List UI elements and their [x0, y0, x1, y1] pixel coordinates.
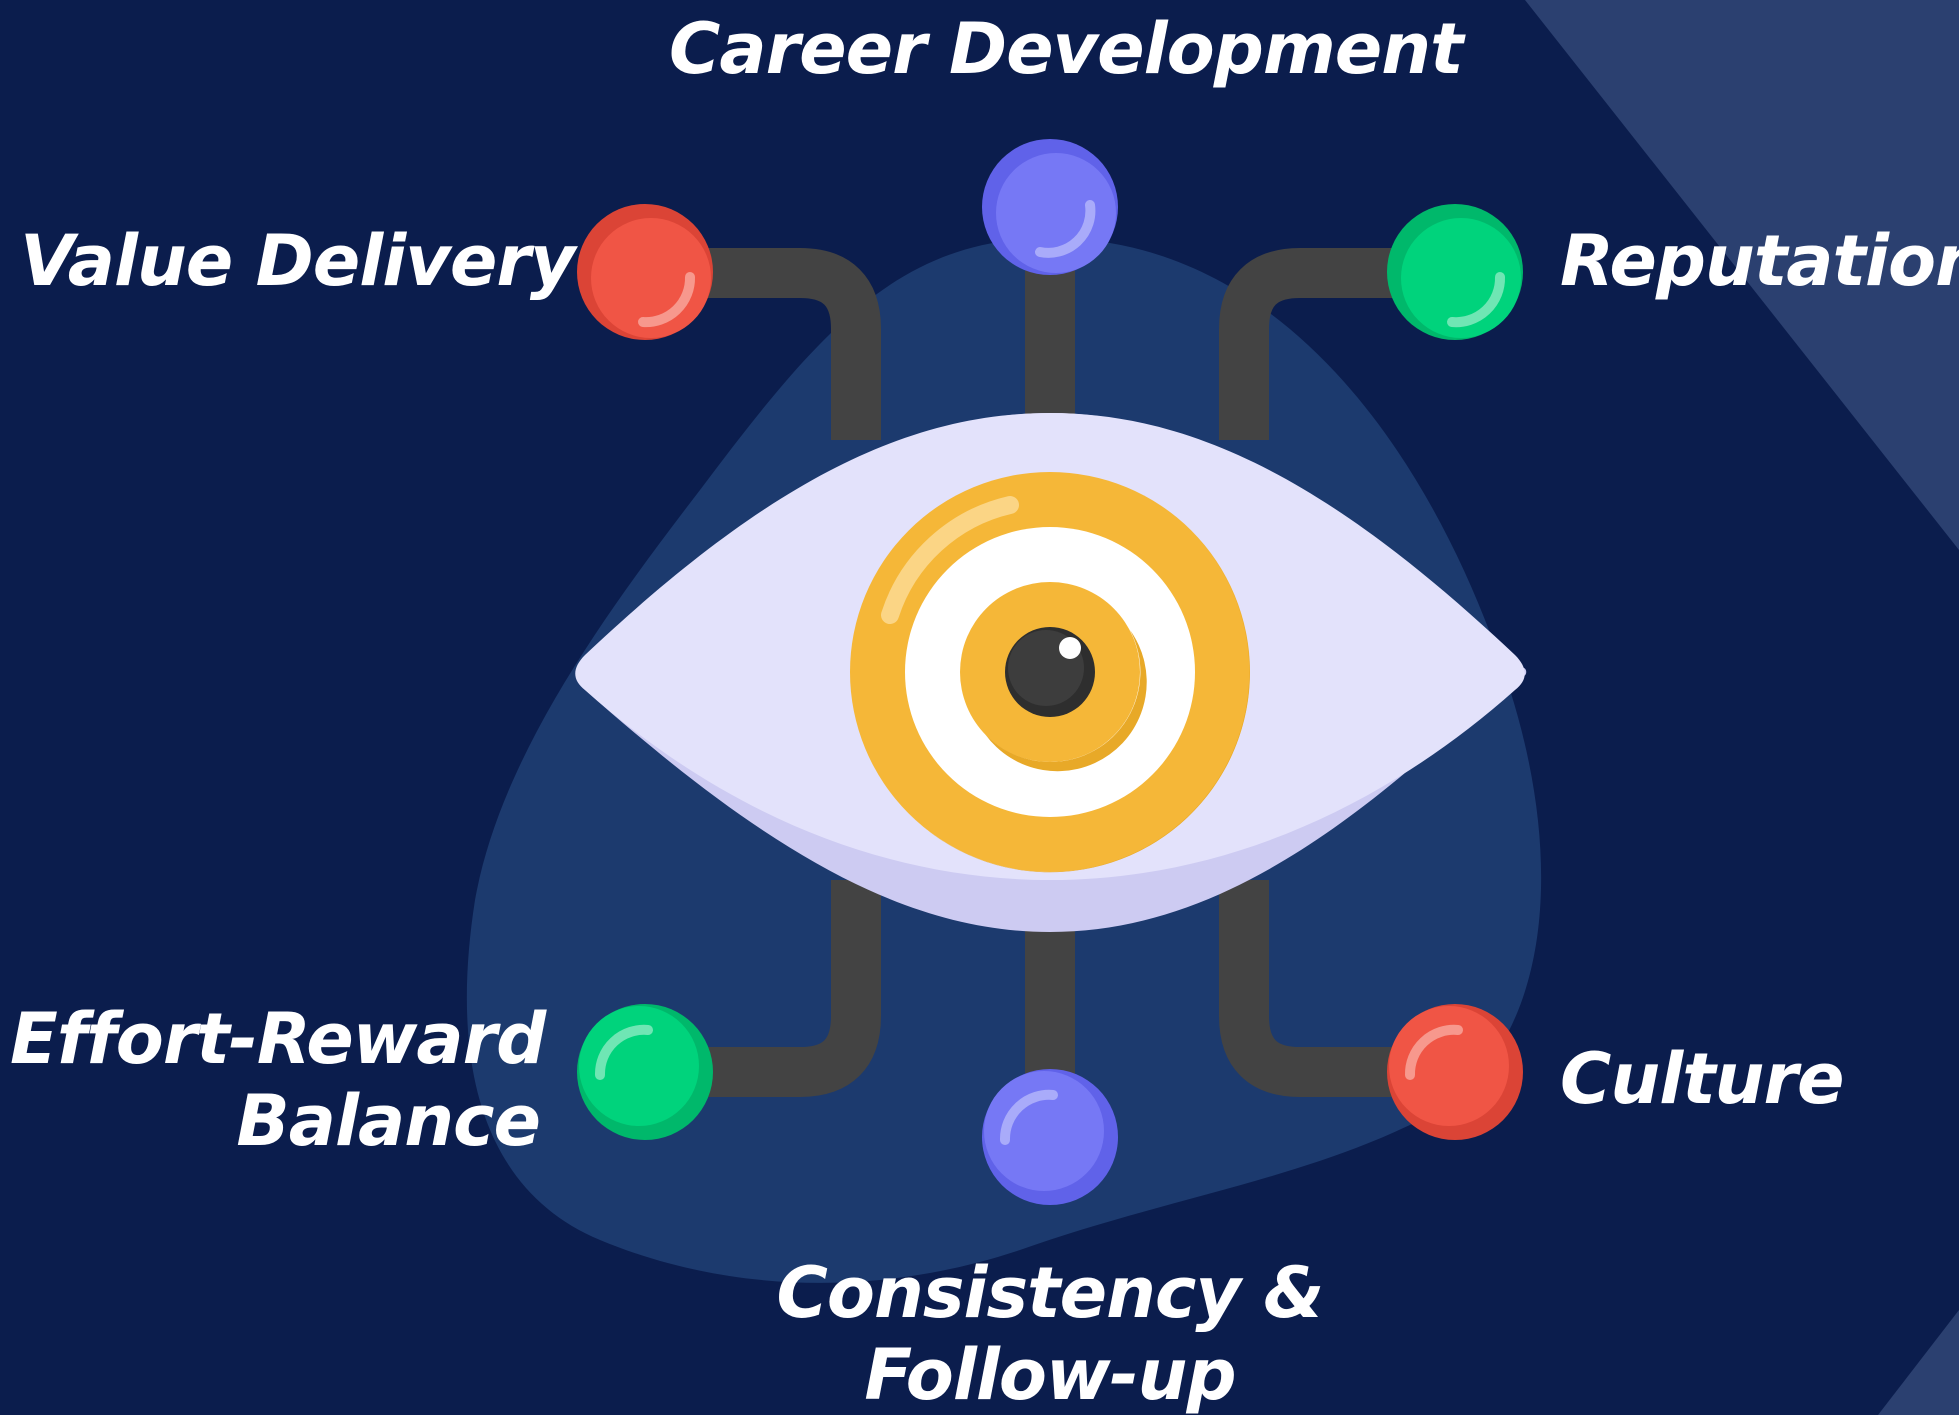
connector-effort-reward [660, 880, 881, 1097]
node-culture [1387, 1004, 1523, 1140]
eye-icon [575, 413, 1527, 932]
pupil-glint [1059, 637, 1081, 659]
node-value-delivery [577, 204, 713, 340]
label-reputation-text: Reputation [1560, 220, 1959, 302]
label-consistency-line1: Consistency & [776, 1252, 1325, 1334]
label-effort-reward-balance: Effort-Reward Balance [10, 998, 546, 1162]
label-consistency-line2: Follow-up [864, 1334, 1236, 1415]
connector-reputation [1219, 248, 1440, 440]
label-effort-reward-line1: Effort-Reward [10, 998, 546, 1080]
node-consistency-follow-up [982, 1069, 1118, 1205]
label-culture-text: Culture [1560, 1038, 1845, 1120]
node-effort-reward-balance [577, 1004, 713, 1140]
label-reputation: Reputation [1560, 220, 1959, 302]
label-value-delivery-text: Value Delivery [20, 220, 575, 302]
label-effort-reward-line2: Balance [236, 1080, 541, 1162]
node-career-development [982, 139, 1118, 275]
label-career-development: Career Development [669, 8, 1464, 90]
label-culture: Culture [1560, 1038, 1940, 1120]
label-value-delivery: Value Delivery [20, 220, 575, 302]
node-reputation [1387, 204, 1523, 340]
background-triangle-bottom-right [1878, 1310, 1959, 1415]
connector-value-delivery [660, 248, 881, 440]
label-consistency-follow-up: Consistency & Follow-up [760, 1252, 1340, 1415]
iris-highlight [881, 496, 1019, 624]
connector-culture [1219, 880, 1440, 1097]
background-triangle-top-right [1525, 0, 1959, 550]
label-career-development-text: Career Development [669, 8, 1464, 90]
